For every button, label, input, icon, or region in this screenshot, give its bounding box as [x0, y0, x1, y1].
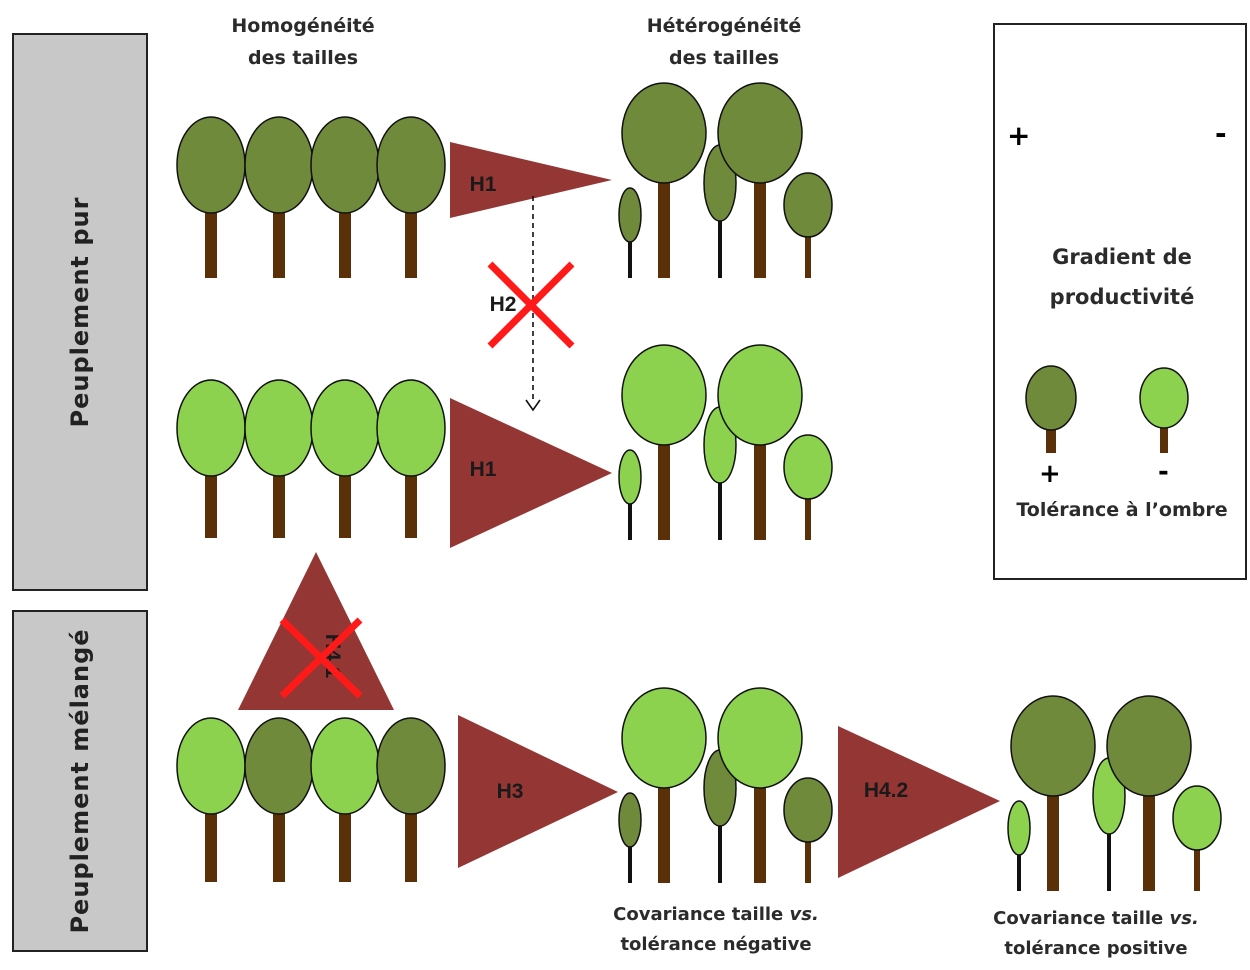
tree-mixed-hetero-pos-big-1 — [1011, 696, 1095, 891]
caption-positive-covariance: Covariance taille vs. tolérance positive — [946, 904, 1246, 964]
tree-pure-hetero-light-big-1-trunk — [658, 432, 670, 540]
header-homogeneity: Homogénéité des tailles — [193, 10, 413, 74]
header-heterogeneity: Hétérogénéité des tailles — [614, 10, 834, 74]
caption-negative-line2: tolérance négative — [566, 930, 866, 960]
legend-tree-tolerant-icon — [1026, 366, 1076, 430]
tree-pure-hetero-dark-small-crown — [619, 188, 641, 242]
tree-mixed-homog-3 — [311, 718, 379, 882]
legend-tree-intolerant-icon — [1140, 368, 1188, 428]
header-homogeneity-line1: Homogénéité — [193, 10, 413, 42]
legend-minus: - — [1215, 117, 1227, 150]
tree-mixed-hetero-neg-right-crown — [784, 778, 832, 842]
legend-tol-minus: - — [1158, 457, 1169, 487]
h1-top-label: H1 — [470, 173, 497, 196]
legend-tolerance-label: Tolérance à l’ombre — [995, 495, 1249, 525]
legend-gradient-title: Gradient de productivité — [995, 237, 1249, 317]
tree-mixed-hetero-neg-big-2-crown — [718, 688, 802, 788]
tree-pure-hetero-light-big-1 — [622, 345, 706, 540]
h4-2-label: H4.2 — [864, 779, 908, 802]
tree-pure-hetero-dark-big-1 — [622, 83, 706, 278]
tree-mixed-homog-2-crown — [245, 718, 313, 814]
tree-pure-homog-dark-3 — [311, 117, 379, 278]
header-heterogeneity-line1: Hétérogénéité — [614, 10, 834, 42]
caption-negative-line1: Covariance taille vs. — [566, 900, 866, 930]
header-homogeneity-line2: des tailles — [193, 42, 413, 74]
tree-pure-hetero-light-big-2-crown — [718, 345, 802, 445]
tree-mixed-hetero-pos-big-2-crown — [1107, 696, 1191, 796]
row-label-mixed-text: Peuplement mélangé — [66, 628, 94, 933]
h2-arrowhead-icon — [526, 400, 540, 410]
tree-pure-homog-dark-2 — [245, 117, 313, 278]
legend-plus: + — [1007, 119, 1030, 152]
tree-mixed-hetero-pos-big-1-trunk — [1047, 783, 1059, 891]
tree-pure-homog-light-3 — [311, 380, 379, 538]
tree-mixed-homog-3-crown — [311, 718, 379, 814]
h3-label: H3 — [497, 780, 524, 803]
row-label-pure-text: Peuplement pur — [66, 197, 94, 428]
tree-mixed-homog-4-crown — [377, 718, 445, 814]
legend-tol-plus: + — [1039, 459, 1061, 489]
tree-mixed-hetero-neg-big-2-trunk — [754, 775, 766, 883]
tree-mixed-homog-1 — [177, 718, 245, 882]
tree-pure-homog-dark-1-crown — [177, 117, 245, 213]
tree-mixed-hetero-neg-big-1 — [622, 688, 706, 883]
tree-pure-homog-light-1 — [177, 380, 245, 538]
tree-mixed-hetero-pos-small — [1008, 801, 1030, 891]
tree-mixed-hetero-pos-big-1-crown — [1011, 696, 1095, 796]
tree-mixed-homog-1-crown — [177, 718, 245, 814]
h1-mid-label: H1 — [470, 458, 497, 481]
tree-pure-homog-dark-3-crown — [311, 117, 379, 213]
tree-pure-homog-light-3-crown — [311, 380, 379, 476]
tree-mixed-hetero-neg-big-1-trunk — [658, 775, 670, 883]
tree-mixed-homog-2 — [245, 718, 313, 882]
caption-positive-line2: tolérance positive — [946, 934, 1246, 964]
tree-pure-hetero-light-big-1-crown — [622, 345, 706, 445]
legend-gradient-line1: Gradient de — [995, 237, 1249, 277]
h2-label: H2 — [490, 293, 517, 316]
tree-pure-homog-light-1-crown — [177, 380, 245, 476]
tree-pure-hetero-dark-big-2-crown — [718, 83, 802, 183]
tree-pure-homog-dark-4 — [377, 117, 445, 278]
row-label-mixed-stand: Peuplement mélangé — [12, 610, 148, 952]
tree-mixed-hetero-pos-small-crown — [1008, 801, 1030, 855]
tree-pure-homog-dark-4-crown — [377, 117, 445, 213]
tree-pure-hetero-light-right-crown — [784, 435, 832, 499]
tree-pure-homog-dark-2-crown — [245, 117, 313, 213]
tree-mixed-hetero-neg-small-crown — [619, 793, 641, 847]
tree-mixed-hetero-neg-right — [784, 778, 832, 883]
tree-pure-hetero-dark-small — [619, 188, 641, 278]
row-label-pure-stand: Peuplement pur — [12, 33, 148, 591]
tree-pure-hetero-dark-right — [784, 173, 832, 278]
tree-mixed-homog-4 — [377, 718, 445, 882]
h3-arrow — [458, 715, 618, 868]
header-heterogeneity-line2: des tailles — [614, 42, 834, 74]
legend-gradient-line2: productivité — [995, 277, 1249, 317]
tree-mixed-hetero-neg-big-1-crown — [622, 688, 706, 788]
tree-pure-hetero-dark-big-1-trunk — [658, 170, 670, 278]
tree-pure-homog-dark-1 — [177, 117, 245, 278]
tree-mixed-hetero-pos-right-crown — [1173, 786, 1221, 850]
tree-pure-homog-light-2-crown — [245, 380, 313, 476]
caption-negative-covariance: Covariance taille vs. tolérance négative — [566, 900, 866, 960]
tree-pure-hetero-dark-big-1-crown — [622, 83, 706, 183]
tree-pure-hetero-dark-big-2-trunk — [754, 170, 766, 278]
tree-pure-homog-light-4-crown — [377, 380, 445, 476]
h4-2-arrow — [838, 726, 1000, 878]
tree-pure-hetero-dark-right-crown — [784, 173, 832, 237]
tree-pure-homog-light-4 — [377, 380, 445, 538]
h4-1-arrow — [238, 552, 394, 710]
tree-mixed-hetero-pos-big-2-trunk — [1143, 783, 1155, 891]
caption-positive-line1: Covariance taille vs. — [946, 904, 1246, 934]
tree-mixed-hetero-neg-small — [619, 793, 641, 883]
tree-pure-hetero-light-right — [784, 435, 832, 540]
legend-tolerance-trees — [995, 335, 1249, 475]
tree-pure-hetero-light-big-2-trunk — [754, 432, 766, 540]
tree-pure-hetero-light-small — [619, 450, 641, 540]
tree-pure-hetero-light-small-crown — [619, 450, 641, 504]
legend-box: + - Gradient de productivité + - Toléran… — [993, 23, 1247, 580]
tree-pure-homog-light-2 — [245, 380, 313, 538]
tree-mixed-hetero-pos-right — [1173, 786, 1221, 891]
